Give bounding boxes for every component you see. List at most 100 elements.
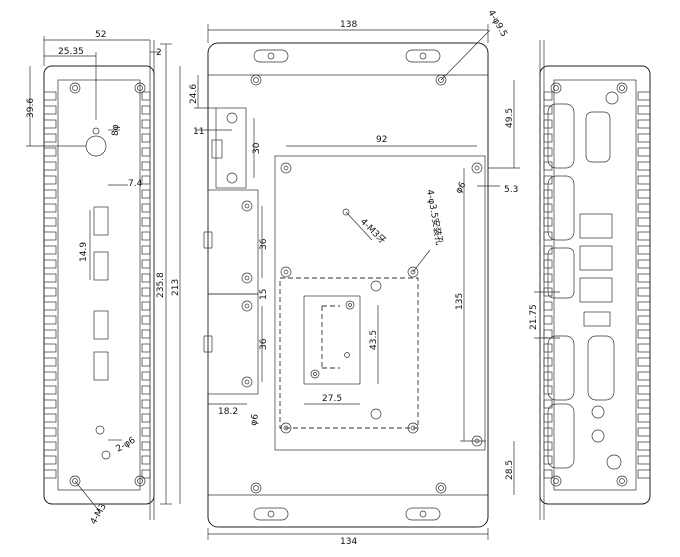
board-small-hole [370, 280, 382, 292]
fin [637, 413, 651, 423]
fin [141, 329, 151, 339]
fin [43, 469, 57, 479]
led-indicator [605, 91, 619, 105]
fin [141, 259, 151, 269]
fin [543, 91, 553, 101]
front-port-hole-label: φ6 [249, 413, 261, 426]
fin [43, 301, 57, 311]
fin [141, 217, 151, 227]
fin [43, 189, 57, 199]
fin [637, 231, 651, 241]
fin [637, 427, 651, 437]
board-hole [471, 162, 483, 174]
usb-block [579, 277, 613, 303]
left-screw [69, 475, 81, 487]
front-width-top-label: 138 [340, 20, 357, 30]
com-port [547, 175, 575, 241]
fin [43, 133, 57, 143]
lan-port [203, 189, 259, 295]
com-port [547, 103, 575, 169]
front-side-off-label: 5.3 [504, 185, 518, 195]
usb-block [579, 245, 613, 271]
com-port [547, 335, 575, 401]
left-edge-label: 2 [156, 48, 162, 58]
left-usb-slot [93, 351, 109, 381]
right-port-off-label: 21.75 [529, 304, 539, 330]
mount-slot [253, 507, 289, 521]
left-usb-slot [93, 251, 109, 281]
front-width-bottom-label: 134 [340, 537, 357, 547]
front-right-off-label: 49.5 [505, 108, 515, 128]
fin [43, 399, 57, 409]
board-small-hole [370, 408, 382, 420]
fin [43, 441, 57, 451]
fin [141, 287, 151, 297]
fin [637, 175, 651, 185]
right-fins-right [637, 91, 651, 479]
front-screw [250, 74, 262, 86]
fin [43, 175, 57, 185]
lan-port [203, 293, 259, 395]
fin [43, 385, 57, 395]
fin [141, 147, 151, 157]
front-inner-h-label: 135 [455, 293, 465, 310]
fin [141, 189, 151, 199]
left-offset-label: 25.35 [58, 47, 84, 57]
board-hole [407, 266, 419, 278]
front-screw [435, 482, 447, 494]
mount-slot [405, 49, 441, 63]
fin [43, 259, 57, 269]
fin [637, 455, 651, 465]
fin [637, 371, 651, 381]
fin [43, 371, 57, 381]
vga-port [587, 335, 615, 401]
audio-jack [591, 429, 605, 443]
fin [43, 161, 57, 171]
front-hole-spacing-label: 92 [376, 135, 387, 145]
fin [637, 343, 651, 353]
vga-port [585, 111, 611, 163]
com-port [547, 403, 575, 469]
fin [637, 91, 651, 101]
fin [637, 203, 651, 213]
mount-slot [405, 507, 441, 521]
right-screw [550, 82, 562, 94]
left-screw [134, 475, 146, 487]
fin [141, 427, 151, 437]
fin [543, 329, 553, 339]
fin [637, 259, 651, 269]
fin [637, 119, 651, 129]
left-inner-h-label: 213 [171, 279, 181, 296]
board-hole [280, 266, 292, 278]
fin [43, 329, 57, 339]
fin [543, 469, 553, 479]
fin [141, 315, 151, 325]
left-small-hole-label: 2-φ6 [115, 435, 138, 454]
dashed-region [279, 277, 419, 429]
fin [637, 147, 651, 157]
left-bottom-hole [95, 425, 105, 435]
fin [141, 119, 151, 129]
m3-hole [342, 208, 350, 216]
front-port-off-label: 18.2 [218, 407, 238, 417]
right-screw [550, 475, 562, 487]
front-center-h-label: 43.5 [369, 330, 379, 350]
fin [637, 441, 651, 451]
inner-board [274, 155, 486, 451]
fin [141, 385, 151, 395]
left-slot-w-label: 7.4 [128, 179, 143, 189]
cpu-block [303, 295, 361, 385]
front-center-w-label: 27.5 [322, 394, 342, 404]
front-screw [435, 74, 447, 86]
fin [637, 133, 651, 143]
fin [141, 413, 151, 423]
left-screw [69, 82, 81, 94]
power-jack [606, 454, 622, 470]
fin [543, 301, 553, 311]
left-screws-label: 4-M3 [89, 502, 109, 526]
fin [141, 371, 151, 381]
fin [43, 455, 57, 465]
fin [141, 441, 151, 451]
fin [141, 161, 151, 171]
mount-slot [253, 49, 289, 63]
